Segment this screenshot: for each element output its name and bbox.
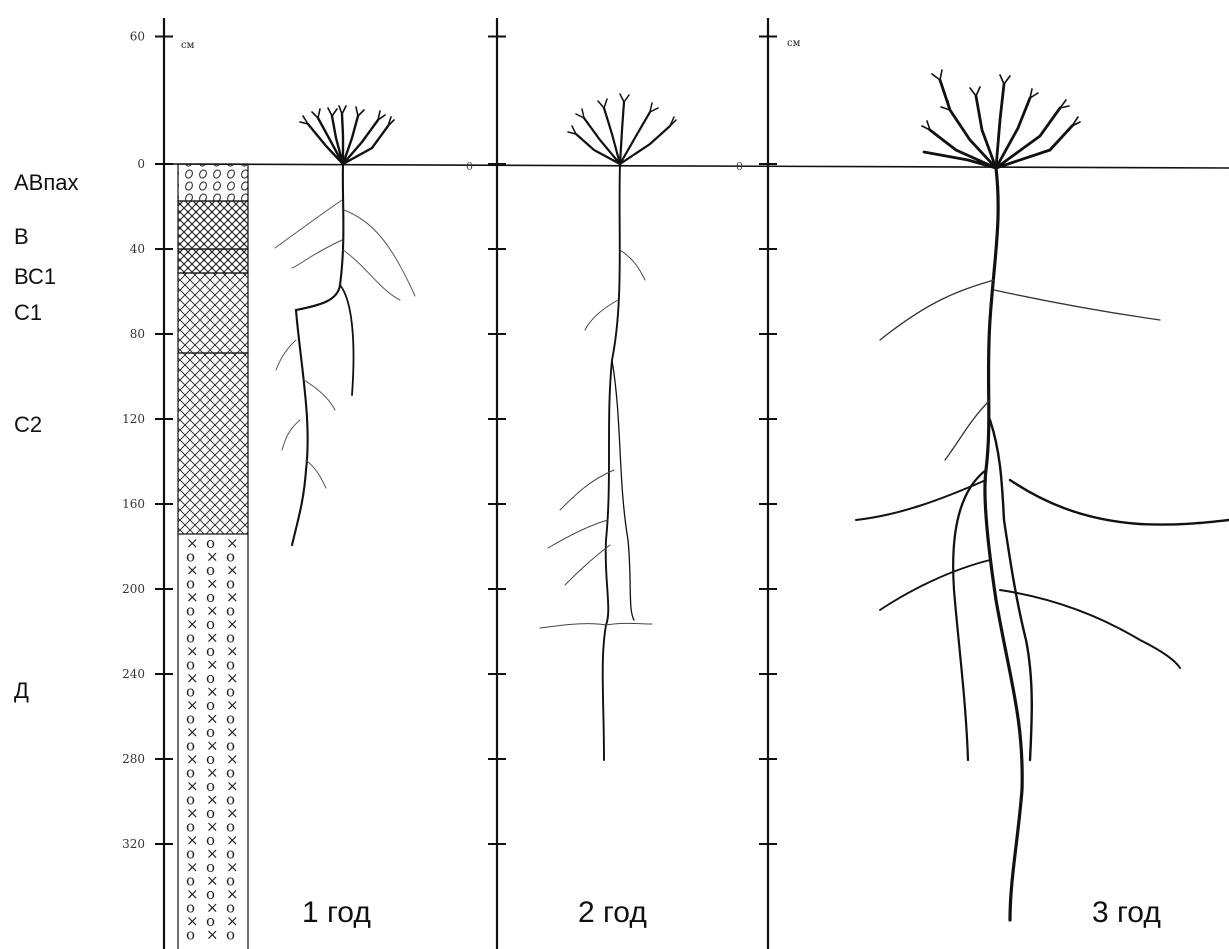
year-label-1: 1 год xyxy=(302,898,371,928)
roots-year-2 xyxy=(540,164,652,760)
roots-year-3 xyxy=(856,168,1229,920)
soil-glyph: × xyxy=(206,926,219,944)
shoot-year-1 xyxy=(300,106,394,164)
soil-glyph: o xyxy=(186,926,195,944)
axis-tick-label: 200 xyxy=(122,582,145,596)
plant-year-3 xyxy=(856,70,1229,920)
plant-year-1 xyxy=(275,106,415,545)
d-horizon-pattern: ×o×o×o×o×o×o×o×o×o×o×o×o×o×o×o×o×o×o×o×o… xyxy=(186,534,239,944)
depth-unit-label-right: см xyxy=(787,38,800,49)
surface-zero-mark-3: 0 xyxy=(736,160,743,173)
horizon-label-d: Д xyxy=(14,680,29,702)
axis-tick-label: 60 xyxy=(130,30,145,44)
horizon-label-b: В xyxy=(14,226,29,248)
horizon-label-c1: С1 xyxy=(14,302,42,324)
axis-tick-label: 160 xyxy=(122,497,145,511)
shoot-year-2 xyxy=(568,94,676,164)
soil-glyph: o xyxy=(226,926,235,944)
horizon-label-abpah: АВпах xyxy=(14,172,79,194)
year-label-2: 2 год xyxy=(578,898,647,928)
axis-tick-label: 40 xyxy=(130,242,145,256)
horizon-label-bc1: ВС1 xyxy=(14,266,56,288)
soil-profile-column: ×o×o×o×o×o×o×o×o×o×o×o×o×o×o×o×o×o×o×o×o… xyxy=(178,164,248,949)
axis-tick-label: 80 xyxy=(130,327,145,341)
shoot-year-3 xyxy=(922,70,1080,168)
axis-tick-label: 240 xyxy=(122,667,145,681)
axis-tick-label: 280 xyxy=(122,752,145,766)
plant-year-2 xyxy=(540,94,676,760)
axis-tick-label: 0 xyxy=(137,157,145,171)
depth-unit-label-left: см xyxy=(181,40,194,51)
ground-surface-line xyxy=(164,164,1229,168)
roots-year-1 xyxy=(275,164,415,545)
horizon-label-c2: С2 xyxy=(14,414,42,436)
axis-tick-label: 120 xyxy=(122,412,145,426)
year-label-3: 3 год xyxy=(1092,898,1161,928)
axis-tick-label: 320 xyxy=(122,837,145,851)
surface-zero-mark-2: 0 xyxy=(466,160,473,173)
